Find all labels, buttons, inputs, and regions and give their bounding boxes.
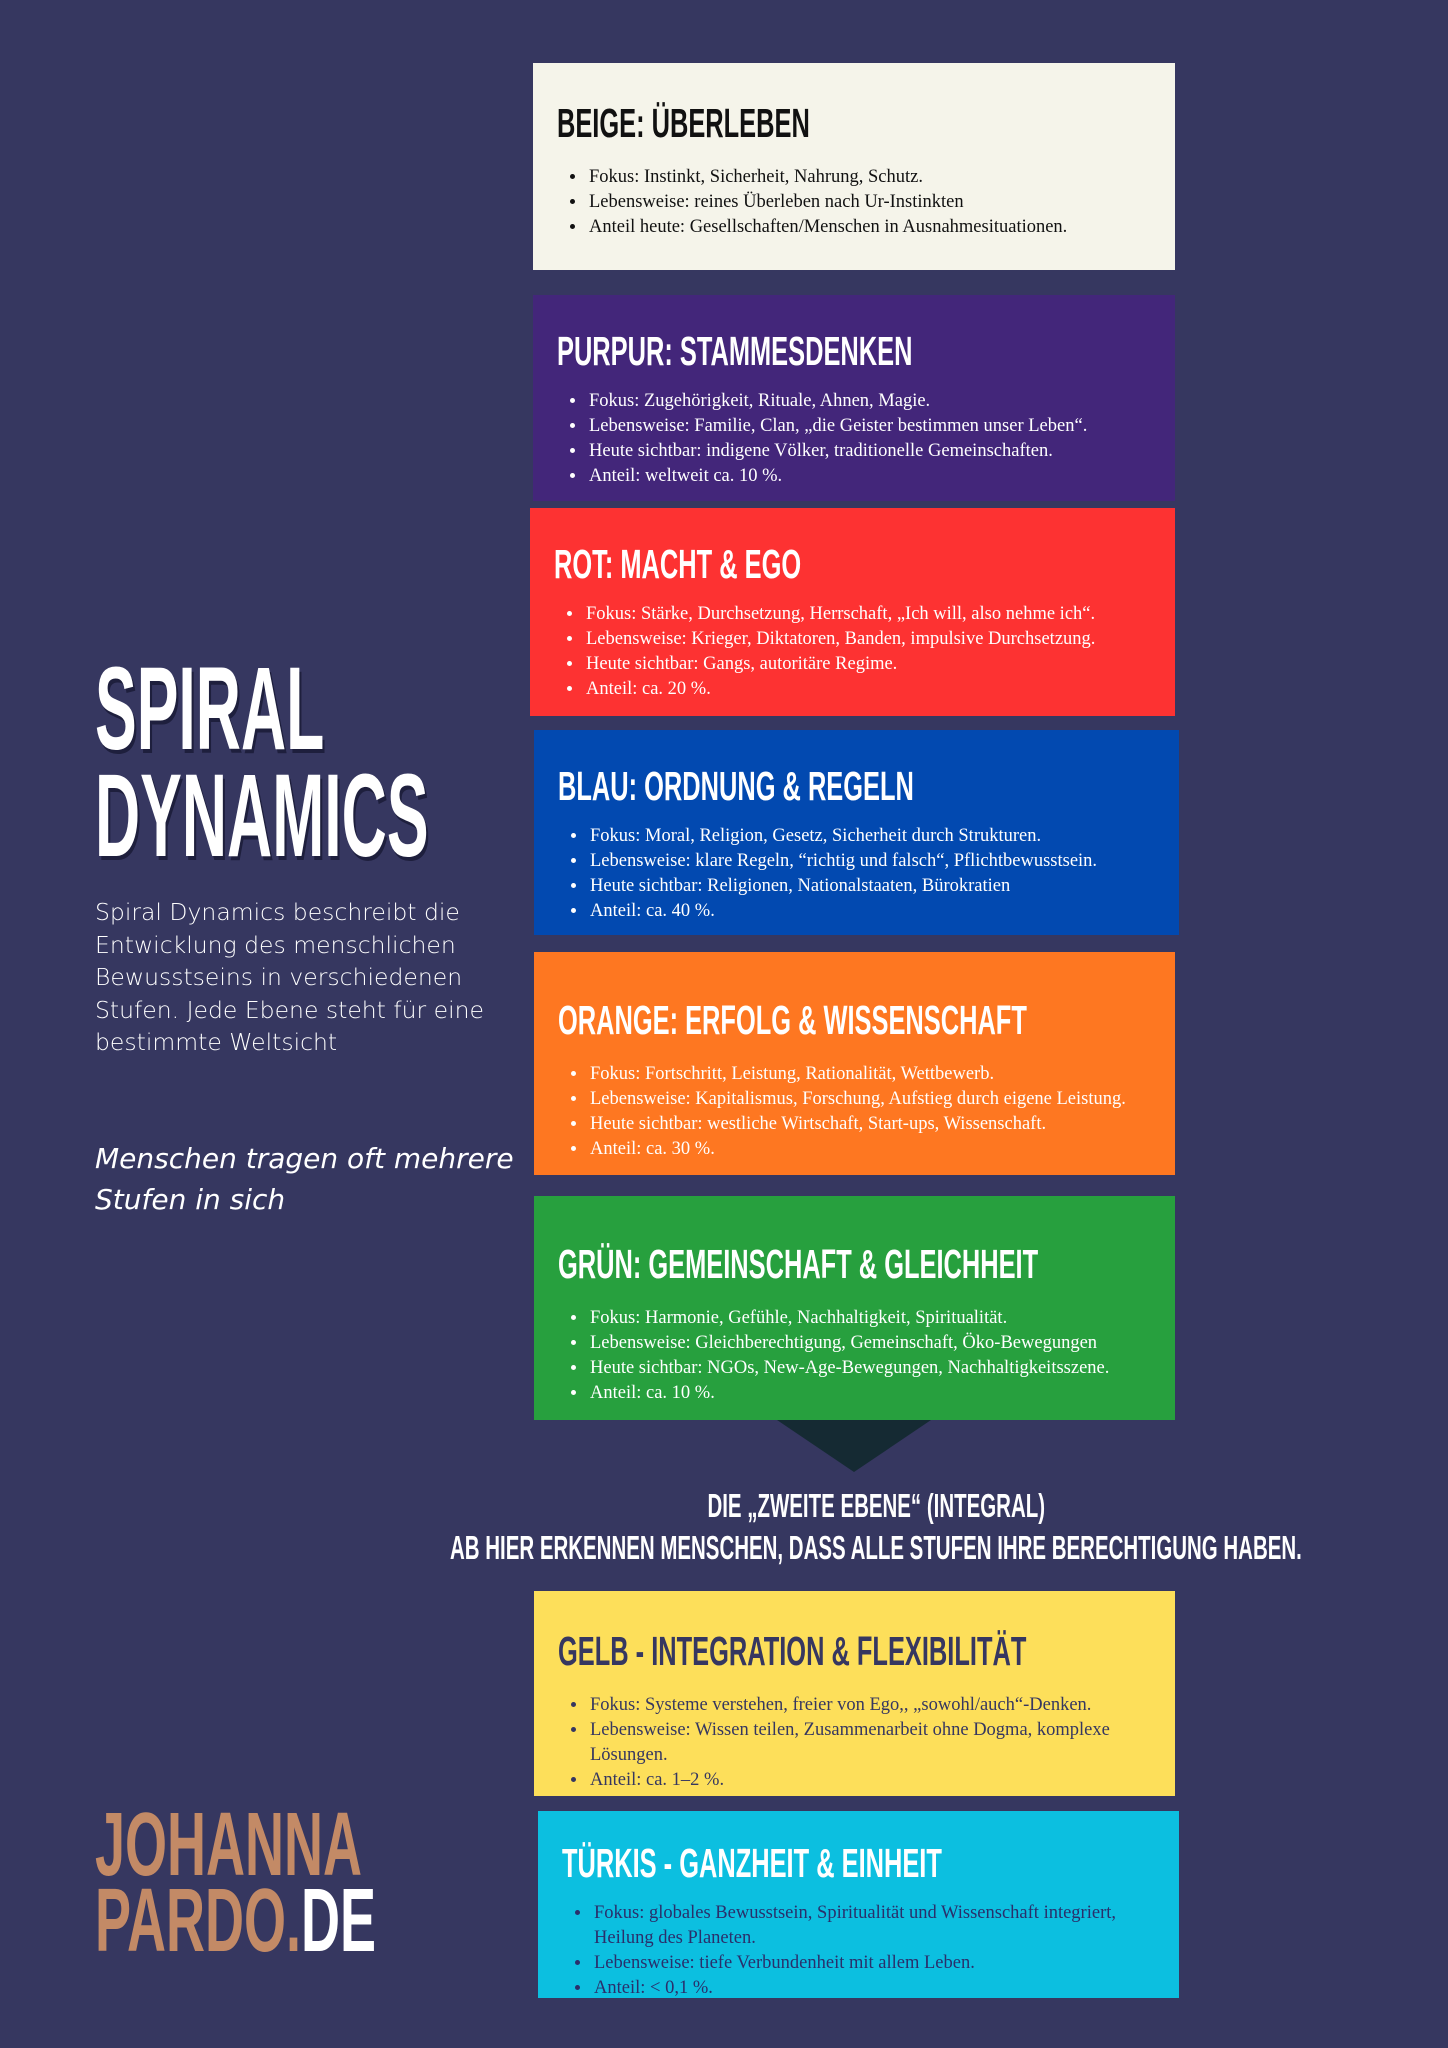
level-title-text: ROT: MACHT & EGO bbox=[554, 541, 802, 587]
level-bullets: Fokus: Fortschritt, Leistung, Rationalit… bbox=[558, 1062, 1151, 1162]
second-tier-heading: DIE „ZWEITE EBENE“ (INTEGRAL) bbox=[0, 1488, 1448, 1524]
level-bullets: Fokus: globales Bewusstsein, Spiritualit… bbox=[562, 1901, 1155, 2001]
level-title-text: BLAU: ORDNUNG & REGELN bbox=[558, 763, 914, 809]
bullet-item: Lebensweise: Kapitalismus, Forschung, Au… bbox=[588, 1087, 1151, 1112]
logo-line-2: PARDO.DE bbox=[95, 1876, 376, 1966]
level-title: BEIGE: ÜBERLEBEN bbox=[557, 100, 1151, 146]
title-line-2: DYNAMICS bbox=[95, 750, 429, 882]
bullet-item: Fokus: Fortschritt, Leistung, Rationalit… bbox=[588, 1062, 1151, 1087]
level-title-text: ORANGE: ERFOLG & WISSENSCHAFT bbox=[558, 997, 1027, 1043]
level-card-beige: BEIGE: ÜBERLEBEN Fokus: Instinkt, Sicherh… bbox=[533, 63, 1175, 270]
bullet-item: Heute sichtbar: Religionen, Nationalstaa… bbox=[588, 874, 1155, 899]
intro-text: Spiral Dynamics beschreibt die Entwicklu… bbox=[95, 898, 485, 1056]
logo-de: DE bbox=[301, 1871, 377, 1971]
bullet-item: Lebensweise: Krieger, Diktatoren, Banden… bbox=[584, 627, 1151, 652]
level-card-orange: ORANGE: ERFOLG & WISSENSCHAFT Fokus: Fort… bbox=[534, 952, 1175, 1175]
bullet-item: Lebensweise: klare Regeln, “richtig und … bbox=[588, 849, 1155, 874]
level-title: ORANGE: ERFOLG & WISSENSCHAFT bbox=[558, 997, 1151, 1043]
bullet-item: Heute sichtbar: NGOs, New-Age-Bewegungen… bbox=[588, 1356, 1151, 1381]
bullet-item: Anteil: ca. 20 %. bbox=[584, 677, 1151, 702]
level-title: PURPUR: STAMMESDENKEN bbox=[557, 328, 1151, 374]
level-title-text: BEIGE: ÜBERLEBEN bbox=[557, 100, 810, 146]
bullet-item: Lebensweise: Wissen teilen, Zusammenarbe… bbox=[588, 1718, 1151, 1768]
bullet-item: Lebensweise: Gleichberechtigung, Gemeins… bbox=[588, 1331, 1151, 1356]
level-card-tuerkis: TÜRKIS - GANZHEIT & EINHEIT Fokus: global… bbox=[538, 1811, 1179, 1998]
level-bullets: Fokus: Stärke, Durchsetzung, Herrschaft,… bbox=[554, 602, 1151, 702]
bullet-item: Heute sichtbar: westliche Wirtschaft, St… bbox=[588, 1112, 1151, 1137]
level-bullets: Fokus: Systeme verstehen, freier von Ego… bbox=[558, 1693, 1151, 1793]
bullet-item: Fokus: Harmonie, Gefühle, Nachhaltigkeit… bbox=[588, 1306, 1151, 1331]
level-card-blau: BLAU: ORDNUNG & REGELN Fokus: Moral, Reli… bbox=[534, 730, 1179, 935]
bullet-item: Heute sichtbar: Gangs, autoritäre Regime… bbox=[584, 652, 1151, 677]
level-card-rot: ROT: MACHT & EGO Fokus: Stärke, Durchsetz… bbox=[530, 508, 1175, 716]
level-bullets: Fokus: Instinkt, Sicherheit, Nahrung, Sc… bbox=[557, 165, 1151, 240]
bullet-item: Fokus: globales Bewusstsein, Spiritualit… bbox=[592, 1901, 1155, 1951]
title-line-1: SPIRAL bbox=[95, 643, 325, 775]
bullet-item: Fokus: Zugehörigkeit, Rituale, Ahnen, Ma… bbox=[587, 389, 1151, 414]
bullet-item: Anteil: ca. 10 %. bbox=[588, 1381, 1151, 1406]
bullet-item: Fokus: Moral, Religion, Gesetz, Sicherhe… bbox=[588, 824, 1155, 849]
level-title: TÜRKIS - GANZHEIT & EINHEIT bbox=[562, 1840, 1155, 1886]
level-title: GRÜN: GEMEINSCHAFT & GLEICHHEIT bbox=[558, 1241, 1151, 1287]
bullet-item: Anteil: < 0,1 %. bbox=[592, 1976, 1155, 2001]
bullet-item: Anteil: ca. 30 %. bbox=[588, 1137, 1151, 1162]
bullet-item: Heute sichtbar: indigene Völker, traditi… bbox=[587, 439, 1151, 464]
bullet-item: Anteil: ca. 1–2 %. bbox=[588, 1768, 1151, 1793]
level-title: GELB - INTEGRATION & FLEXIBILITÄT bbox=[558, 1628, 1151, 1674]
level-title: ROT: MACHT & EGO bbox=[554, 541, 1151, 587]
note-text: Menschen tragen oft mehrere Stufen in si… bbox=[95, 1142, 514, 1216]
level-card-gruen: GRÜN: GEMEINSCHAFT & GLEICHHEIT Fokus: Ha… bbox=[534, 1196, 1175, 1420]
bullet-item: Fokus: Stärke, Durchsetzung, Herrschaft,… bbox=[584, 602, 1151, 627]
bullet-item: Anteil: ca. 40 %. bbox=[588, 899, 1155, 924]
bullet-item: Anteil heute: Gesellschaften/Menschen in… bbox=[587, 215, 1151, 240]
level-card-purpur: PURPUR: STAMMESDENKEN Fokus: Zugehörigkei… bbox=[533, 295, 1175, 501]
level-bullets: Fokus: Zugehörigkeit, Rituale, Ahnen, Ma… bbox=[557, 389, 1151, 489]
logo-pardo: PARDO. bbox=[95, 1871, 302, 1971]
level-card-gelb: GELB - INTEGRATION & FLEXIBILITÄT Fokus: … bbox=[534, 1591, 1175, 1796]
arrow-down-icon bbox=[777, 1420, 931, 1472]
level-bullets: Fokus: Harmonie, Gefühle, Nachhaltigkeit… bbox=[558, 1306, 1151, 1406]
bullet-item: Fokus: Systeme verstehen, freier von Ego… bbox=[588, 1693, 1151, 1718]
level-title-text: TÜRKIS - GANZHEIT & EINHEIT bbox=[562, 1840, 942, 1886]
level-title: BLAU: ORDNUNG & REGELN bbox=[558, 763, 1155, 809]
level-title-text: GRÜN: GEMEINSCHAFT & GLEICHHEIT bbox=[558, 1241, 1039, 1287]
logo-line-1: JOHANNA bbox=[95, 1795, 363, 1895]
bullet-item: Anteil: weltweit ca. 10 %. bbox=[587, 464, 1151, 489]
bullet-item: Lebensweise: tiefe Verbundenheit mit all… bbox=[592, 1951, 1155, 1976]
level-title-text: GELB - INTEGRATION & FLEXIBILITÄT bbox=[558, 1628, 1027, 1674]
level-bullets: Fokus: Moral, Religion, Gesetz, Sicherhe… bbox=[558, 824, 1155, 924]
bullet-item: Fokus: Instinkt, Sicherheit, Nahrung, Sc… bbox=[587, 165, 1151, 190]
bullet-item: Lebensweise: reines Überleben nach Ur-In… bbox=[587, 190, 1151, 215]
second-tier-line-2: AB HIER ERKENNEN MENSCHEN, DASS ALLE STU… bbox=[450, 1529, 1302, 1566]
second-tier-line-1: DIE „ZWEITE EBENE“ (INTEGRAL) bbox=[707, 1487, 1045, 1524]
level-title-text: PURPUR: STAMMESDENKEN bbox=[557, 328, 913, 374]
bullet-item: Lebensweise: Familie, Clan, „die Geister… bbox=[587, 414, 1151, 439]
second-tier-subheading: AB HIER ERKENNEN MENSCHEN, DASS ALLE STU… bbox=[0, 1530, 1448, 1566]
